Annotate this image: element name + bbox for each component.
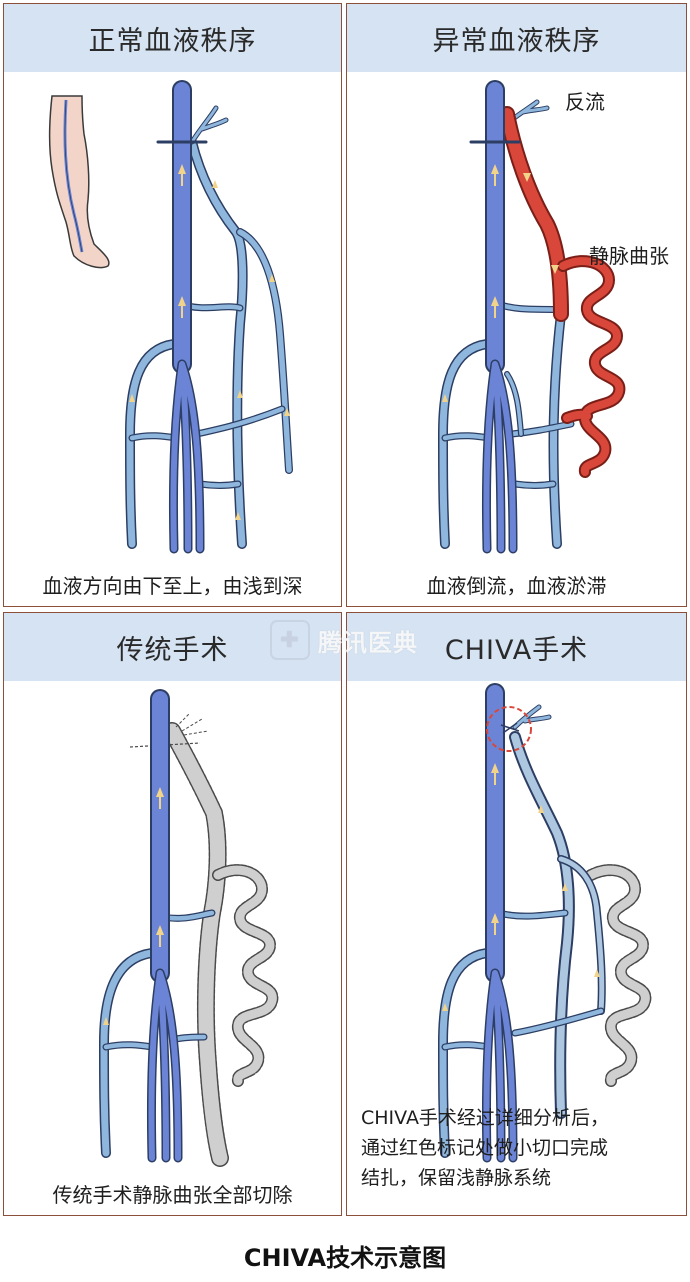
panel-caption: 传统手术静脉曲张全部切除	[52, 1183, 293, 1207]
label-varicose: 静脉曲张	[589, 244, 669, 268]
plus-shield-icon: ✚	[270, 620, 310, 660]
caption-line: CHIVA手术经过详细分析后，	[361, 1107, 609, 1129]
watermark: ✚ 腾讯医典	[270, 620, 418, 660]
deep-vein	[156, 80, 208, 554]
caption-line: 通过红色标记处做小切口完成	[361, 1137, 609, 1159]
normal-vein-illustration	[48, 80, 293, 554]
panel-title: 异常血液秩序	[347, 4, 686, 72]
figure-title: CHIVA技术示意图	[243, 1244, 447, 1272]
panel-chiva-surgery: CHIVA手术	[346, 612, 687, 1216]
panel-caption: 血液倒流，血液淤滞	[426, 574, 607, 598]
flow-arrows	[442, 164, 559, 402]
deep-vein	[146, 689, 183, 1163]
caption-line: 结扎，保留浅静脉系统	[361, 1167, 552, 1189]
panel-title: 传统手术	[4, 613, 341, 681]
panel-abnormal-flow: 异常血液秩序	[346, 3, 687, 607]
abnormal-vein-illustration	[437, 80, 626, 554]
panel-title: 正常血液秩序	[4, 4, 341, 72]
panel-caption: CHIVA手术经过详细分析后， 通过红色标记处做小切口完成 结扎，保留浅静脉系统	[361, 1103, 680, 1193]
panel-title: CHIVA手术	[347, 613, 686, 681]
deep-vein	[481, 683, 518, 1163]
chiva-vein-illustration	[437, 683, 652, 1163]
ligation-mark	[486, 706, 532, 752]
deep-vein	[469, 80, 521, 554]
superficial-veins	[437, 99, 575, 549]
traditional-vein-illustration	[98, 689, 279, 1167]
flow-arrows	[103, 787, 164, 1025]
leg-thumbnail	[48, 95, 110, 269]
flow-arrows	[442, 763, 600, 1011]
label-reflux: 反流	[565, 90, 605, 114]
reflux-vein	[499, 106, 626, 478]
panel-normal-flow: 正常血液秩序	[3, 3, 342, 607]
panel-traditional-surgery: 传统手术	[3, 612, 342, 1216]
flow-arrows	[129, 164, 290, 520]
superficial-veins	[124, 105, 293, 549]
removed-vein	[585, 864, 652, 1087]
panel-caption: 血液方向由下至上，由浅到深	[42, 574, 303, 598]
superficial-veins	[437, 704, 606, 1158]
watermark-text: 腾讯医典	[318, 628, 418, 657]
